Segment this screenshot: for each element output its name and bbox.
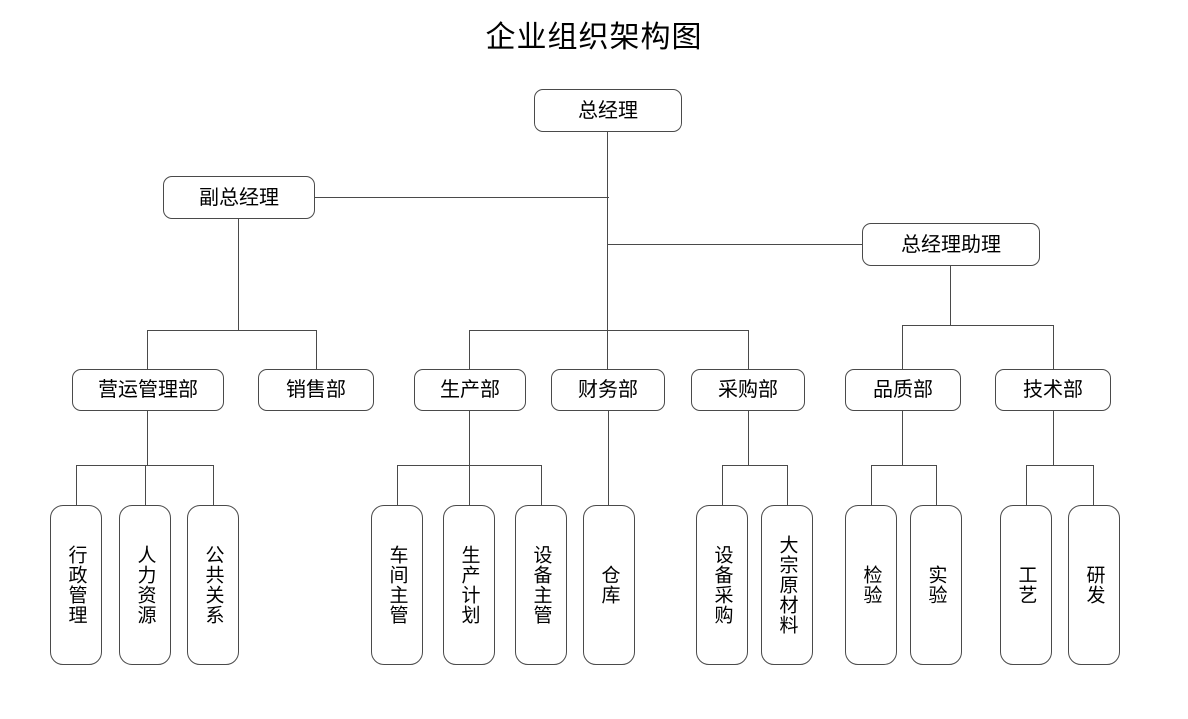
connector-vgm-children-bar [148,330,317,332]
connector-gma-children-bar [903,325,1054,327]
node-gm-assistant[interactable]: 总经理助理 [862,223,1040,266]
connector-qa-to-inspect [871,465,873,506]
node-operations-dept[interactable]: 营运管理部 [72,369,224,411]
connector-tech-to-process [1026,465,1028,506]
node-warehouse[interactable]: 仓库 [583,505,635,665]
connector-vgm-to-sales [316,330,318,369]
connector-gma-to-qa [902,325,904,369]
node-label: 大宗原材料 [776,535,798,635]
node-equipment-purchasing[interactable]: 设备采购 [696,505,748,665]
connector-purch-to-bulkmat [787,465,789,506]
node-label: 总经理助理 [901,233,1001,256]
connector-gm-trunk [607,132,609,330]
connector-ops-to-hr [145,465,147,506]
node-label: 实验 [925,565,947,605]
node-label: 营运管理部 [98,379,198,401]
node-inspection[interactable]: 检验 [845,505,897,665]
connector-ops-to-pr [213,465,215,506]
connector-fin-to-warehouse [608,411,610,506]
node-label: 行政管理 [65,545,87,625]
node-production-plan[interactable]: 生产计划 [443,505,495,665]
connector-tech-children-bar [1026,465,1094,467]
connector-gm-children-bar [470,330,749,332]
node-label: 销售部 [286,379,346,401]
node-label: 品质部 [873,379,933,401]
connector-prod-to-workshop [397,465,399,506]
node-label: 仓库 [598,565,620,605]
connector-tech-trunk [1053,411,1055,466]
node-laboratory[interactable]: 实验 [910,505,962,665]
connector-qa-to-lab [936,465,938,506]
node-equipment-supervisor[interactable]: 设备主管 [515,505,567,665]
connector-gma-to-tech [1053,325,1055,369]
node-label: 公共关系 [202,545,224,625]
node-label: 生产部 [440,379,500,401]
node-general-manager[interactable]: 总经理 [534,89,682,132]
node-bulk-raw-materials[interactable]: 大宗原材料 [761,505,813,665]
connector-ops-trunk [147,411,149,466]
node-production-dept[interactable]: 生产部 [414,369,526,411]
node-label: 设备主管 [530,545,552,625]
connector-vgm-to-ops [147,330,149,369]
node-label: 采购部 [718,379,778,401]
connector-purch-to-equipbuy [722,465,724,506]
node-label: 设备采购 [711,545,733,625]
connector-gm-to-fin [607,330,609,369]
node-purchasing-dept[interactable]: 采购部 [691,369,805,411]
connector-prod-trunk [469,411,471,466]
node-human-resources[interactable]: 人力资源 [119,505,171,665]
node-research-development[interactable]: 研发 [1068,505,1120,665]
connector-gma-trunk [950,266,952,326]
node-label: 财务部 [578,379,638,401]
node-administration[interactable]: 行政管理 [50,505,102,665]
page-title: 企业组织架构图 [485,21,703,54]
connector-prod-to-plan [469,465,471,506]
connector-qa-trunk [902,411,904,466]
connector-gm-to-gma [607,244,863,246]
connector-purch-trunk [748,411,750,466]
node-finance-dept[interactable]: 财务部 [551,369,665,411]
connector-gm-to-vgm [315,197,609,199]
node-technology-dept[interactable]: 技术部 [995,369,1111,411]
connector-vgm-trunk [238,219,240,331]
connector-gm-to-purch [748,330,750,369]
connector-purch-children-bar [722,465,788,467]
node-label: 检验 [860,565,882,605]
node-label: 人力资源 [134,545,156,625]
node-quality-dept[interactable]: 品质部 [845,369,961,411]
node-label: 总经理 [578,99,638,122]
node-label: 车间主管 [386,545,408,625]
node-label: 生产计划 [458,545,480,625]
connector-gm-to-prod [469,330,471,369]
node-process-engineering[interactable]: 工艺 [1000,505,1052,665]
node-deputy-general-manager[interactable]: 副总经理 [163,176,315,219]
node-label: 副总经理 [199,186,279,209]
node-label: 研发 [1083,565,1105,605]
connector-ops-to-admin [76,465,78,506]
node-workshop-supervisor[interactable]: 车间主管 [371,505,423,665]
node-sales-dept[interactable]: 销售部 [258,369,374,411]
connector-prod-to-equipsup [541,465,543,506]
node-label: 技术部 [1023,379,1083,401]
node-label: 工艺 [1015,565,1037,605]
connector-tech-to-rnd [1093,465,1095,506]
connector-qa-children-bar [871,465,937,467]
node-public-relations[interactable]: 公共关系 [187,505,239,665]
